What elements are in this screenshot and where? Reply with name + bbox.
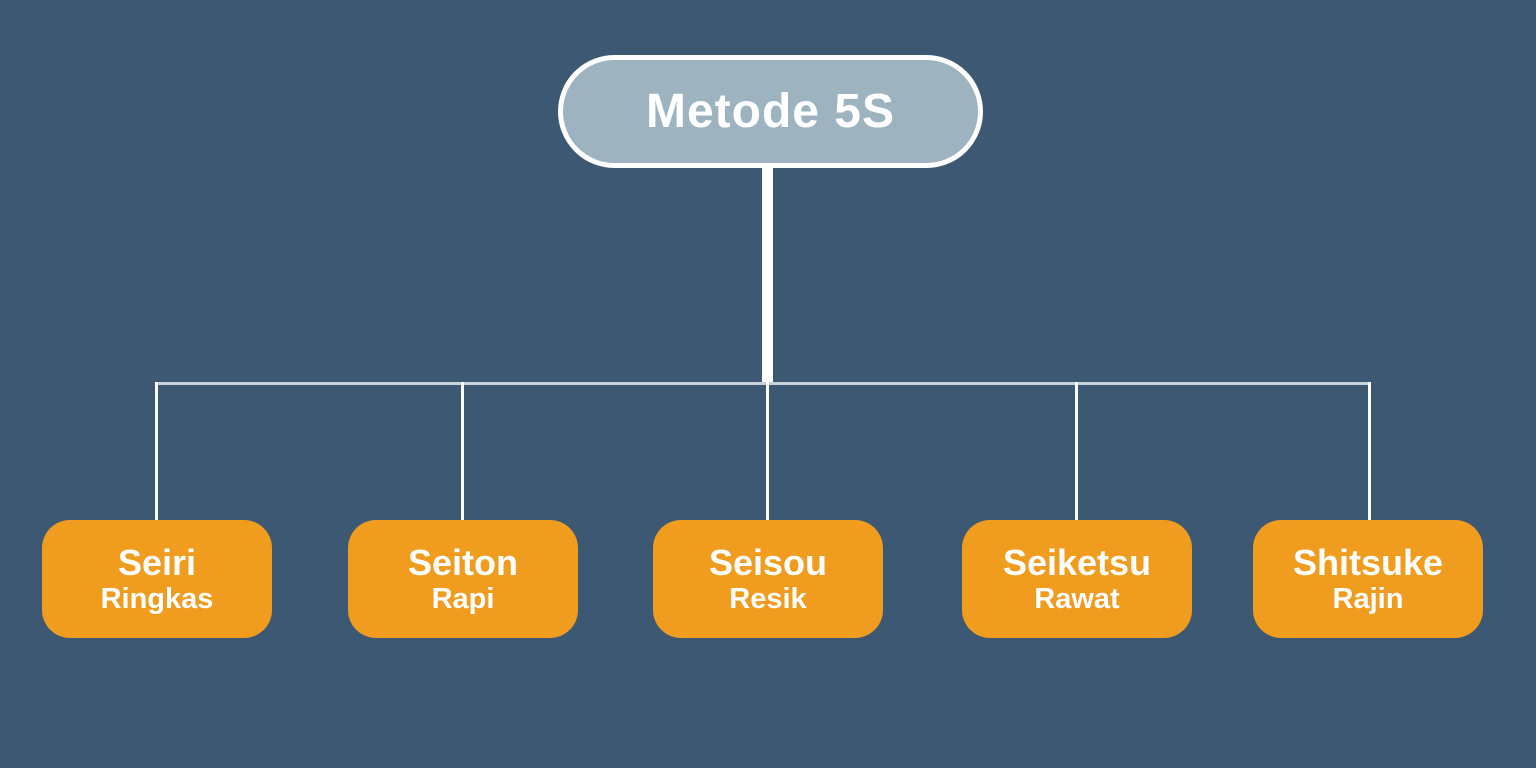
node-title: Seiketsu <box>1002 541 1152 583</box>
node-seisou: Seisou Resik <box>653 520 883 638</box>
diagram-title: Metode 5S <box>645 85 896 138</box>
node-title: Shitsuke <box>1292 541 1444 583</box>
node-seiri: Seiri Ringkas <box>42 520 272 638</box>
node-seiton: Seiton Rapi <box>348 520 578 638</box>
node-subtitle: Ringkas <box>100 583 214 616</box>
node-seiketsu: Seiketsu Rawat <box>962 520 1192 638</box>
node-subtitle: Rapi <box>431 583 495 616</box>
node-title: Seiton <box>407 541 518 583</box>
connector-line-seiton <box>461 382 464 522</box>
root-node-metode-5s: Metode 5S <box>558 55 983 168</box>
node-subtitle: Resik <box>729 583 807 616</box>
root-stem-connector-line <box>762 164 773 384</box>
connector-line-shitsuke <box>1368 382 1371 522</box>
horizontal-connector-line <box>155 382 1370 385</box>
connector-line-seisou <box>766 382 769 522</box>
node-shitsuke: Shitsuke Rajin <box>1253 520 1483 638</box>
node-subtitle: Rajin <box>1332 583 1404 616</box>
connector-line-seiketsu <box>1075 382 1078 522</box>
node-title: Seiri <box>117 541 197 583</box>
connector-line-seiri <box>155 382 158 522</box>
node-subtitle: Rawat <box>1034 583 1120 616</box>
node-title: Seisou <box>708 541 828 583</box>
